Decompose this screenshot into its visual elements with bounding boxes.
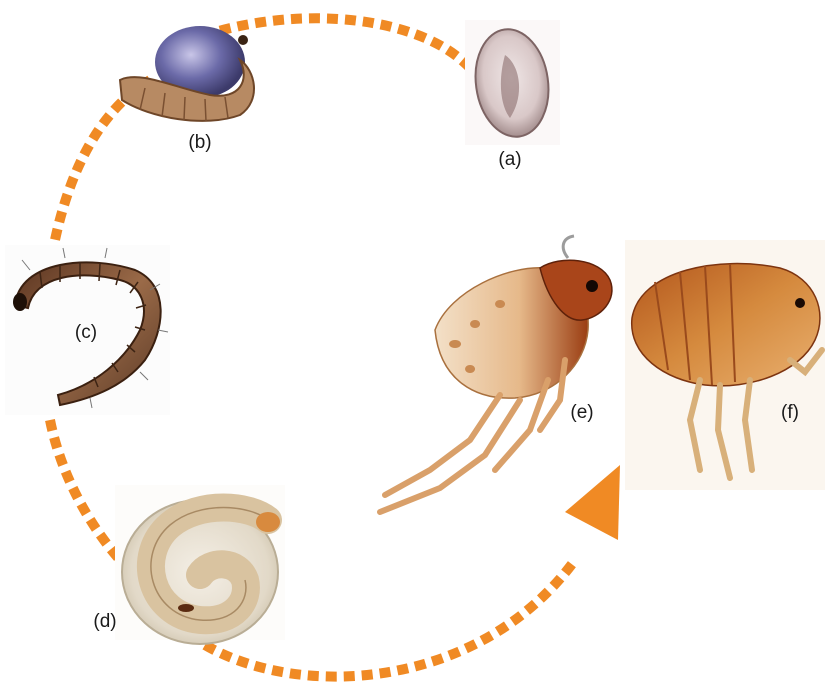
pupa-spot — [178, 604, 194, 612]
stage-a-egg — [465, 20, 560, 145]
label-a: (a) — [498, 149, 521, 170]
pupa-head — [256, 512, 280, 532]
label-f: (f) — [781, 402, 799, 423]
larva-head-dark — [13, 293, 27, 311]
stage-d-pupa-cocoon — [115, 485, 285, 644]
arrowhead — [565, 465, 620, 540]
flea-e-antenna — [563, 236, 574, 258]
arrow-segment-c-to-d — [50, 420, 120, 560]
stage-b-hatching-larva — [120, 26, 254, 121]
flea-f-eye — [795, 298, 805, 308]
label-b: (b) — [188, 132, 211, 153]
larva-head — [238, 35, 248, 45]
label-e: (e) — [570, 402, 593, 423]
stage-e-adult-flea — [380, 236, 612, 512]
label-d: (d) — [93, 611, 116, 632]
label-c: (c) — [75, 322, 97, 343]
flea-e-eye — [586, 280, 598, 292]
stage-f-adult-flea-engorged — [625, 240, 825, 490]
